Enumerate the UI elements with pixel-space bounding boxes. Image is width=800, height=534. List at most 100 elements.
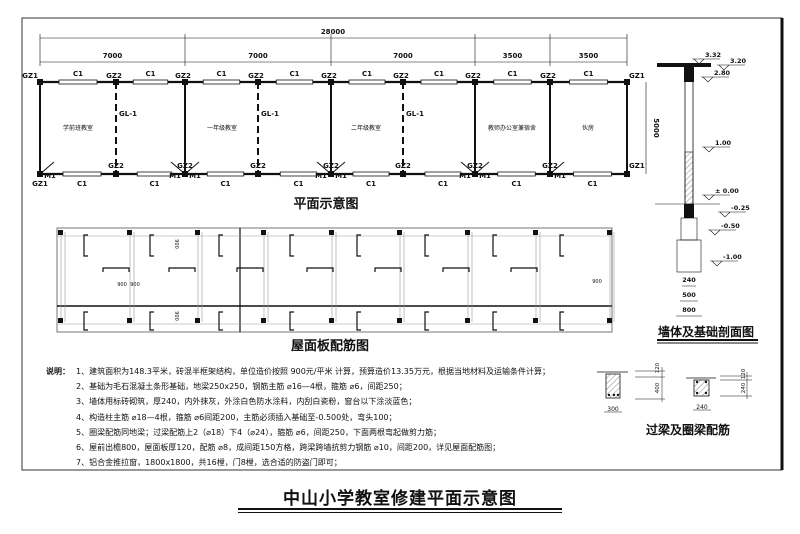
beam-label: GL-1 — [119, 110, 137, 118]
window-top — [420, 79, 458, 85]
rebar-top — [149, 234, 154, 257]
section-title: 墙体及基础剖面图 — [658, 324, 754, 339]
note-item: 4、构造柱主筋 ⌀18—4根，箍筋 ⌀6间距200，主筋必须插入基础至-0.50… — [76, 412, 397, 422]
rebar-bottom — [356, 311, 361, 331]
column-bottom — [255, 171, 261, 177]
rebar-cross — [102, 267, 130, 272]
roof-dim: 900 — [592, 279, 602, 285]
window-label: C1 — [293, 180, 303, 188]
door-swing — [39, 161, 55, 175]
roof-column — [329, 318, 334, 323]
door-label: M1 — [315, 172, 327, 180]
elevation-marker — [718, 211, 746, 218]
elevation-marker — [702, 146, 730, 153]
column-label: GZ2 — [321, 72, 337, 80]
window-label: C1 — [366, 180, 376, 188]
roof-column — [195, 230, 200, 235]
rebar-cross — [510, 267, 538, 272]
door-swing — [184, 161, 200, 175]
width-dim: 500 — [682, 291, 696, 299]
column-label: GZ2 — [108, 162, 124, 170]
column-label: GZ2 — [540, 72, 556, 80]
roof-column — [127, 230, 132, 235]
window-label: C1 — [220, 180, 230, 188]
footing-lower — [676, 239, 702, 273]
dim-bay: 3500 — [579, 52, 599, 60]
rebar-cross — [442, 267, 470, 272]
window-label: C1 — [507, 70, 517, 78]
beam-label: GL-1 — [261, 110, 279, 118]
column-top — [113, 79, 119, 85]
window-label: C1 — [434, 70, 444, 78]
window-label: C1 — [149, 180, 159, 188]
column-label: GZ2 — [177, 162, 193, 170]
rebar-bottom — [424, 311, 429, 331]
dim-bay: 7000 — [393, 52, 413, 60]
elevation-label: 2.80 — [714, 69, 731, 77]
window-label: C1 — [587, 180, 597, 188]
elevation-label: -0.25 — [731, 204, 750, 212]
window-bottom — [279, 171, 318, 177]
column-top — [37, 79, 43, 85]
elevation-label: ± 0.00 — [715, 187, 739, 195]
roof-dim: 900 — [117, 282, 127, 288]
column-bottom — [624, 171, 630, 177]
dim-label: 120 — [655, 362, 661, 373]
column-label: GZ2 — [175, 72, 191, 80]
plan-title: 平面示意图 — [293, 196, 358, 212]
rebar-bottom — [218, 311, 223, 331]
rebar-dot — [616, 393, 620, 397]
roof-dim: 900 — [173, 311, 179, 321]
dim-bay: 7000 — [103, 52, 123, 60]
window-label: C1 — [438, 180, 448, 188]
dim-label: 120 — [741, 368, 747, 379]
room-label: 一年级教室 — [207, 124, 237, 132]
note-item: 1、建筑面积为148.3平米，砖混半框架结构，单位造价按照 900元/平米 计算… — [76, 367, 550, 376]
elevation-marker — [701, 76, 729, 83]
column-label: GZ1 — [22, 72, 38, 80]
window-top — [275, 79, 314, 85]
column-label: GZ1 — [629, 72, 645, 80]
rebar-cross — [236, 267, 264, 272]
column-label: GZ1 — [629, 162, 645, 170]
rebar-dot — [607, 393, 611, 397]
dim-side: 5000 — [652, 118, 660, 138]
dim-total: 28000 — [321, 28, 345, 36]
window-label: C1 — [362, 70, 372, 78]
rebar-bottom — [149, 311, 154, 331]
dim-label: 400 — [655, 382, 661, 393]
window-label: C1 — [145, 70, 155, 78]
width-dim: 240 — [682, 276, 696, 284]
column-top — [400, 79, 406, 85]
column-bottom — [400, 171, 406, 177]
ground-beam — [684, 204, 694, 218]
roof-column — [58, 230, 63, 235]
rebar-dot — [695, 380, 699, 384]
room-label: 伙房 — [582, 124, 594, 132]
beam-label: GL-1 — [406, 110, 424, 118]
window-bottom — [352, 171, 390, 177]
column-top — [328, 79, 334, 85]
dim-label: 300 — [607, 406, 619, 413]
door-label: M1 — [479, 172, 491, 180]
elevation-label: -1.00 — [723, 253, 742, 261]
rebar-bottom — [559, 311, 564, 331]
rebar-top — [356, 234, 361, 257]
room-label: 学前班教室 — [63, 124, 93, 132]
column-top — [547, 79, 553, 85]
wall-hatch — [684, 151, 694, 205]
footing-upper — [680, 217, 698, 241]
roof-column — [397, 318, 402, 323]
column-label: GZ2 — [393, 72, 409, 80]
rebar-top — [424, 234, 429, 257]
notes: 说明：1、建筑面积为148.3平米，砖混半框架结构，单位造价按照 900元/平米… — [46, 364, 550, 470]
window-label: C1 — [77, 180, 87, 188]
door-label: M1 — [554, 172, 566, 180]
dim-label: 240 — [741, 382, 747, 393]
roof-column — [329, 230, 334, 235]
rebar-dot — [704, 380, 708, 384]
window-bottom — [424, 171, 462, 177]
window-top — [493, 79, 532, 85]
